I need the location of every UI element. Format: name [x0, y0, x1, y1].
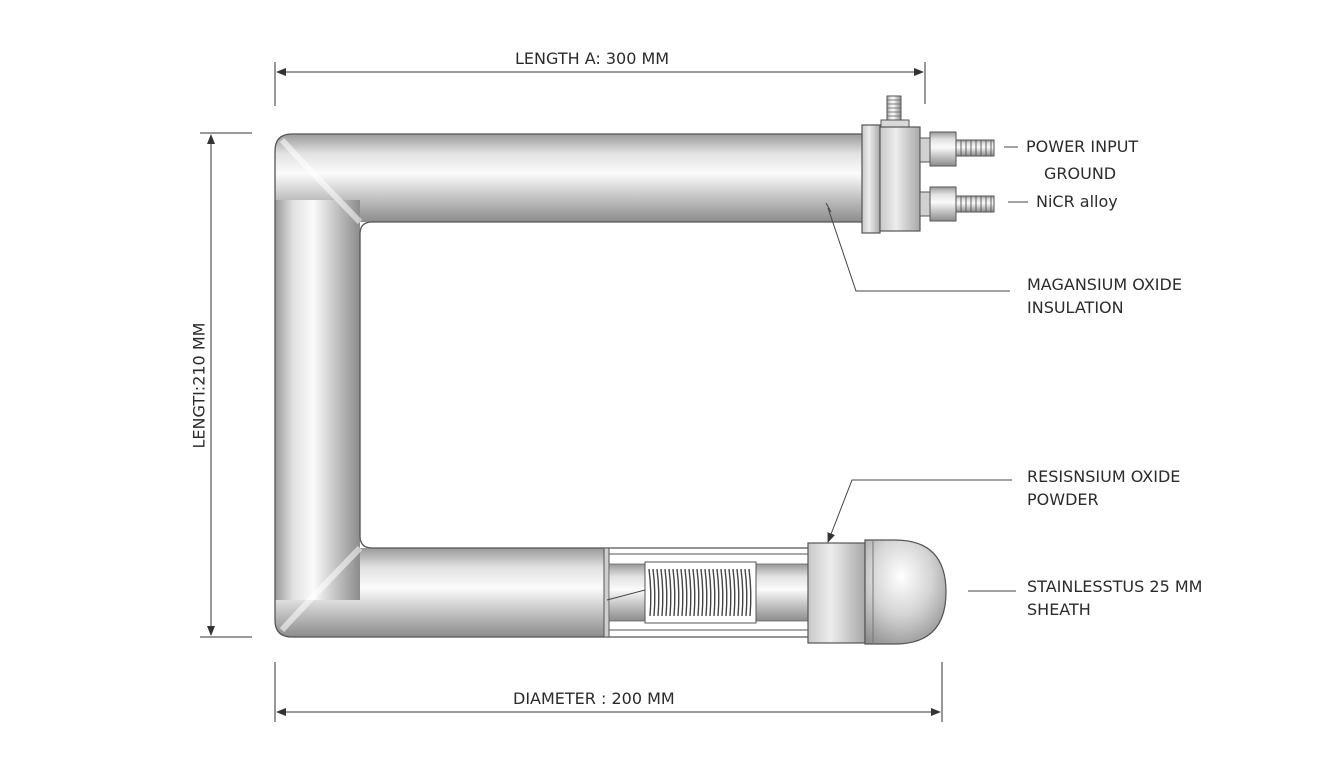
- nicr-alloy-label: NiCR alloy: [1036, 192, 1118, 211]
- coil-turn: [704, 568, 708, 617]
- upper-terminal-washer: [919, 137, 931, 163]
- coil-turn: [684, 568, 688, 617]
- upper-terminal-threads: [960, 140, 992, 156]
- bottom-dimension-label: DIAMETER : 200 MM: [511, 689, 677, 708]
- lower-terminal-threads: [960, 196, 992, 212]
- coil-turn: [744, 568, 748, 617]
- coil-turn: [672, 568, 676, 617]
- coil-turn: [652, 568, 656, 617]
- sheath-label-line2: SHEATH: [1027, 600, 1091, 619]
- leader-powder: [827, 479, 1012, 543]
- coil-turn: [724, 568, 728, 617]
- powder-label-line2: POWDER: [1027, 490, 1099, 509]
- powder-label-line1: RESISNSIUM OXIDE: [1027, 467, 1181, 486]
- coil-turn: [676, 568, 680, 617]
- terminal-assembly: [861, 95, 995, 234]
- coil-turn: [700, 568, 704, 617]
- tube-top-horizontal: [275, 134, 868, 222]
- cutaway-left-lip: [603, 547, 610, 638]
- leader-insulation-tip: [825, 202, 832, 213]
- core-rod-right: [755, 563, 809, 622]
- upper-terminal-nut: [929, 131, 957, 167]
- coil-turn: [660, 568, 664, 617]
- sheath-label-line1: STAINLESSTUS 25 MM: [1027, 577, 1203, 596]
- coil-turn: [696, 568, 700, 617]
- end-dome: [864, 539, 947, 645]
- coil-turn: [668, 568, 672, 617]
- terminal-block: [879, 126, 921, 232]
- top-stud-threads: [887, 99, 901, 117]
- tube-outer-outline: [274, 133, 868, 638]
- insulation-label-line1: MAGANSIUM OXIDE: [1027, 275, 1182, 294]
- leader-lines: [825, 146, 1028, 592]
- coil-turn: [720, 568, 724, 617]
- tube-inner-outline: [359, 221, 868, 549]
- coil-turn: [664, 568, 668, 617]
- insulation-label-line2: INSULATION: [1027, 298, 1124, 317]
- coil-turn: [740, 568, 744, 617]
- coil-turn: [736, 568, 740, 617]
- coil-turn: [748, 568, 752, 617]
- upper-terminal-stud: [955, 139, 995, 157]
- top-dimension-label: LENGTH A: 300 MM: [513, 49, 672, 68]
- coil-lead-wire: [606, 589, 646, 601]
- coil-turn: [688, 568, 692, 617]
- ground-label: GROUND: [1044, 164, 1117, 183]
- lower-terminal-stud: [955, 195, 995, 213]
- coil-turn: [692, 568, 696, 617]
- bend-bottom-highlight: [279, 545, 363, 633]
- coil-turn: [656, 568, 660, 617]
- coil-turn: [728, 568, 732, 617]
- lower-terminal-washer: [919, 191, 931, 217]
- dimension-lines: [200, 62, 943, 722]
- lower-terminal-nut: [929, 186, 957, 222]
- coil-turn: [708, 568, 712, 617]
- coil-turn: [712, 568, 716, 617]
- u-tube: [274, 133, 868, 638]
- terminal-flange: [861, 124, 881, 234]
- tube-bottom-horizontal: [275, 548, 604, 637]
- tube-left-vertical: [275, 178, 360, 637]
- end-collar: [807, 542, 866, 644]
- coil-turn: [648, 568, 652, 617]
- nichrome-coil: [648, 568, 752, 617]
- power-input-label: POWER INPUT: [1026, 137, 1139, 156]
- coil-turn: [716, 568, 720, 617]
- coil-turn: [732, 568, 736, 617]
- cutaway-section: [603, 547, 809, 638]
- side-dimension-label: LENGTI:210 MM: [189, 322, 209, 449]
- end-cap: [807, 539, 947, 645]
- coil-turn: [680, 568, 684, 617]
- core-rod-left: [608, 563, 646, 622]
- leader-insulation: [827, 207, 1010, 292]
- bend-top-highlight: [279, 137, 363, 225]
